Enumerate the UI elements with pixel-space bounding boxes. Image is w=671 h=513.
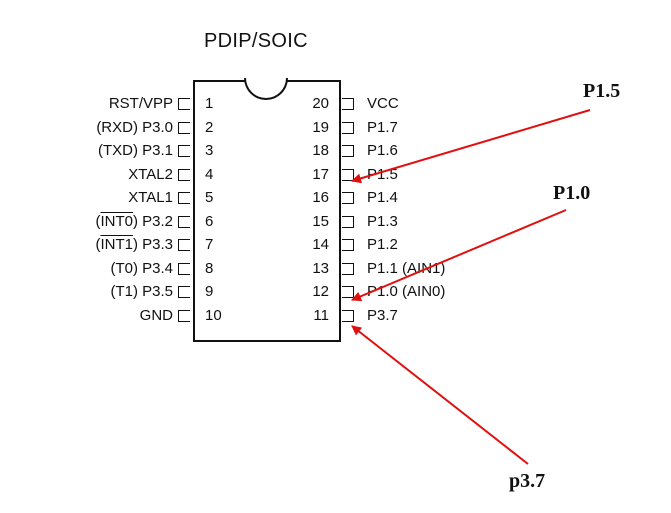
pin-number: 10 [205, 306, 222, 324]
pin-number: 1 [205, 95, 214, 112]
pin-label: XTAL1 [128, 189, 173, 206]
pin-label: (INT0) P3.2 [95, 212, 173, 230]
pin-10-lead [178, 309, 190, 322]
pin-label: (INT1) P3.3 [95, 236, 173, 253]
pin-16-lead [342, 192, 354, 204]
pin-7-lead [178, 239, 190, 251]
pin-number: 9 [205, 283, 214, 300]
pin-number: 17 [312, 165, 329, 183]
pin-9-lead [178, 286, 190, 298]
pin-label: P1.0 (AIN0) [367, 283, 446, 300]
pin-15-lead [342, 215, 354, 228]
pin-6-lead [178, 215, 190, 228]
pin-number: 2 [205, 118, 214, 136]
pin-number: 4 [205, 165, 214, 183]
pin-number: 5 [205, 189, 214, 206]
pin-number: 11 [313, 306, 329, 324]
callout-p1-0: P1.0 [553, 182, 591, 204]
pin-label: (RXD) P3.0 [96, 118, 173, 136]
pin-number: 18 [312, 142, 329, 159]
pin-label: (TXD) P3.1 [97, 142, 173, 159]
pin-number: 6 [205, 212, 214, 230]
pin-label: P1.1 (AIN1) [367, 259, 446, 277]
pin-8-lead [178, 262, 190, 275]
pin-label: (T1) P3.5 [110, 283, 173, 300]
pin-number: 20 [312, 95, 329, 112]
pin-number: 8 [205, 259, 214, 277]
pin-label: XTAL2 [128, 165, 173, 183]
pin-number: 19 [312, 118, 329, 136]
pin-label: RST/VPP [108, 95, 173, 112]
pin-14-lead [342, 239, 354, 251]
pin-label: P1.2 [367, 236, 398, 253]
pin-number: 14 [312, 236, 329, 253]
pin-5-lead [178, 192, 190, 204]
pin-label: VCC [367, 95, 399, 112]
pin-1-lead [178, 98, 190, 110]
pin-3-lead [178, 145, 190, 157]
arrow-p3-7 [351, 325, 529, 465]
pin-18-lead [342, 145, 354, 157]
pin-label: P3.7 [367, 306, 398, 324]
pin-19-lead [342, 121, 354, 134]
arrow-p1-5 [351, 109, 591, 184]
pin-4-lead [178, 168, 190, 181]
pin-number: 15 [312, 212, 329, 230]
pin-20-lead [342, 98, 354, 110]
pin-2-lead [178, 121, 190, 134]
pin-label: P1.4 [367, 189, 398, 206]
pin-label: P1.3 [367, 212, 398, 230]
pin-number: 7 [205, 236, 214, 253]
arrow-p1-0 [351, 209, 567, 302]
pin-label: P1.6 [367, 142, 398, 159]
pin-number: 16 [312, 189, 329, 206]
callout-p3-7: p3.7 [509, 470, 546, 492]
pin-11-lead [342, 309, 354, 322]
package-title: PDIP/SOIC [204, 30, 308, 52]
pin-number: 3 [205, 142, 214, 159]
pin-number: 13 [312, 259, 329, 277]
pin-13-lead [342, 262, 354, 275]
pin-label: GND [139, 306, 173, 324]
pin-label: (T0) P3.4 [110, 259, 173, 277]
callout-p1-5: P1.5 [583, 80, 621, 102]
pin-label: P1.7 [367, 118, 398, 136]
pin-number: 12 [312, 283, 329, 300]
